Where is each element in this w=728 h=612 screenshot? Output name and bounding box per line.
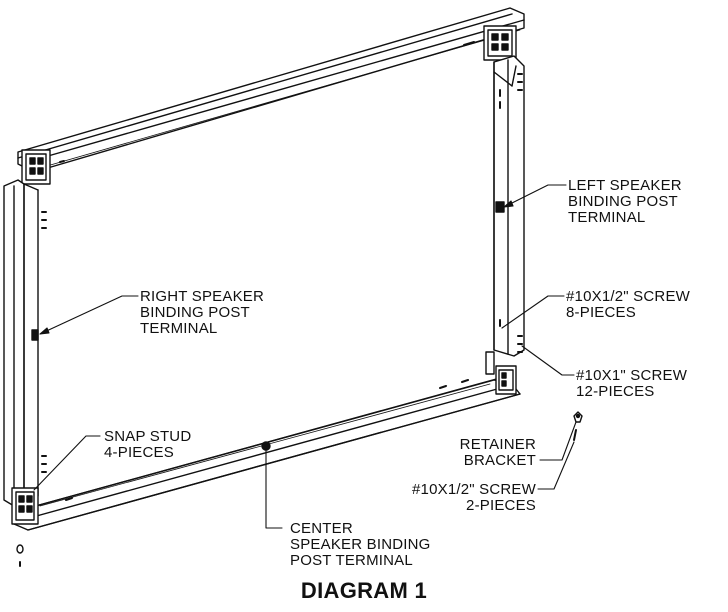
diagram-caption: DIAGRAM 1 (300, 578, 428, 603)
callout-line: 12-PIECES (576, 383, 655, 400)
leader-lines (33, 184, 577, 529)
callout-retainer-bracket: RETAINER BRACKET (440, 437, 536, 469)
bottom-rail (13, 377, 521, 531)
left-side-post (3, 179, 47, 507)
retainer-bracket-part (573, 411, 583, 441)
callout-line: TERMINAL (140, 320, 218, 337)
callout-left-speaker-binding-post: LEFT SPEAKER BINDING POST TERMINAL (568, 178, 682, 226)
callout-line: BINDING POST (140, 304, 250, 321)
standoff-tab (485, 351, 495, 375)
callout-line: SNAP STUD (104, 428, 192, 445)
loose-fasteners (16, 544, 24, 567)
callout-snap-stud: SNAP STUD 4-PIECES (104, 429, 191, 461)
callout-line: SPEAKER BINDING (290, 536, 431, 553)
callout-line: RIGHT SPEAKER (140, 288, 265, 305)
callout-line: TERMINAL (568, 209, 646, 226)
callout-line: POST TERMINAL (290, 552, 413, 569)
callout-line: #10X1/2" SCREW (566, 288, 691, 305)
callout-screw-one-inch-12: #10X1" SCREW 12-PIECES (576, 368, 687, 400)
callout-line: 2-PIECES (466, 497, 536, 514)
corner-bracket-top-right (483, 25, 517, 61)
corner-bracket-top-left (21, 149, 51, 185)
top-rail (17, 7, 525, 173)
corner-bracket-bottom-left (11, 487, 39, 525)
callout-line: 8-PIECES (566, 304, 636, 321)
corner-bracket-bottom-right (495, 365, 517, 395)
callout-line: #10X1" SCREW (576, 367, 688, 384)
callout-line: BINDING POST (568, 193, 678, 210)
callout-line: BRACKET (463, 452, 536, 469)
callout-line: 4-PIECES (104, 444, 174, 461)
callout-line: RETAINER (459, 436, 536, 453)
callout-screw-half-inch-2: #10X1/2" SCREW 2-PIECES (388, 482, 536, 514)
callout-center-speaker-binding-post: CENTER SPEAKER BINDING POST TERMINAL (290, 521, 431, 569)
callout-line: #10X1/2" SCREW (411, 481, 536, 498)
callout-screw-half-inch-8: #10X1/2" SCREW 8-PIECES (566, 289, 690, 321)
callout-right-speaker-binding-post: RIGHT SPEAKER BINDING POST TERMINAL (140, 289, 264, 337)
callout-line: CENTER (290, 520, 353, 537)
callout-line: LEFT SPEAKER (568, 177, 682, 194)
